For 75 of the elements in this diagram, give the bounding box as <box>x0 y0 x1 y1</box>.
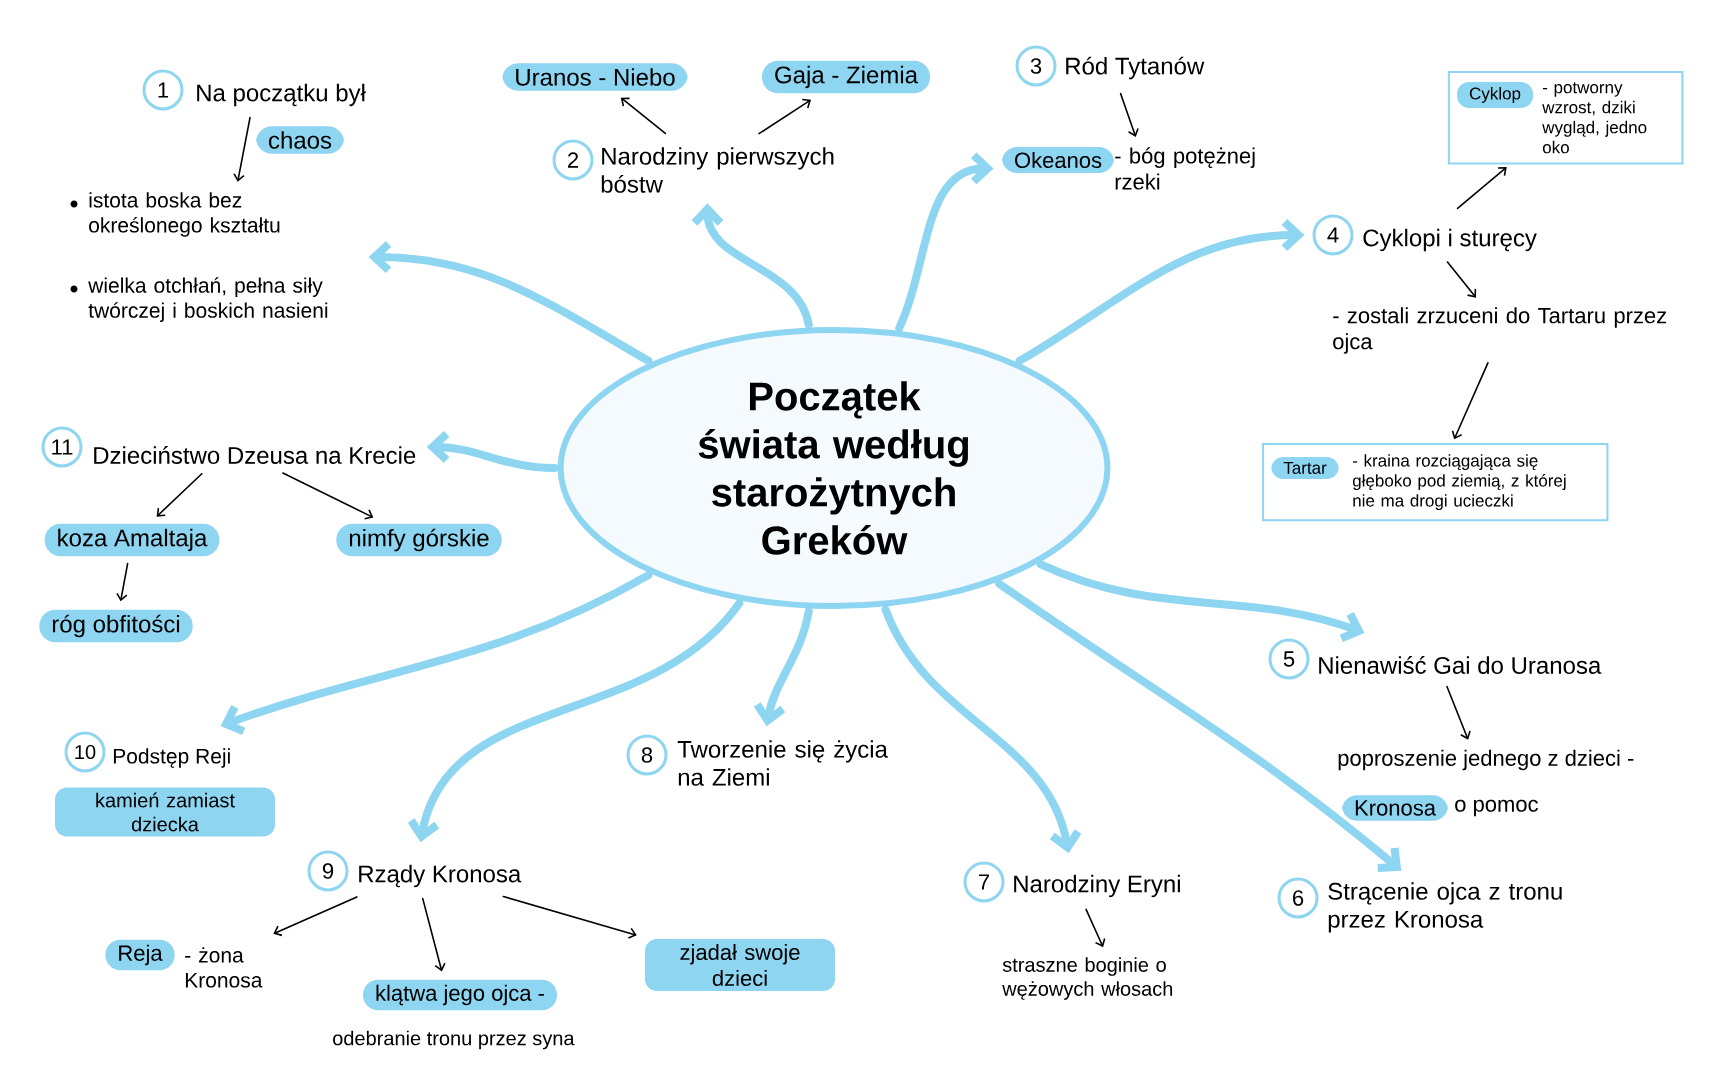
number-badge: 6 <box>1277 877 1319 919</box>
highlight-label: Kronosa <box>1342 795 1448 821</box>
arrow <box>282 472 374 520</box>
arrow <box>502 895 637 939</box>
arrow <box>995 579 1402 872</box>
number-badge: 3 <box>1015 45 1057 87</box>
bullet-item: istota boska bez określonego kształtu <box>70 192 280 237</box>
highlight-label: chaos <box>256 126 345 154</box>
number-badge: 5 <box>1268 638 1310 680</box>
arrow <box>620 97 667 135</box>
note-box <box>1447 71 1684 165</box>
topic-heading: odebranie tronu przez syna <box>333 1030 575 1050</box>
note-box <box>1262 443 1609 522</box>
note-text: straszne boginie o wężowych włosach <box>1002 957 1173 1000</box>
highlight-label: zjadał swoje dzieci <box>645 938 835 992</box>
topic-heading: Podstęp Reji <box>113 748 230 768</box>
note-text: Tworzenie się życia na Ziemi <box>677 740 888 786</box>
topic-heading: Rządy Kronosa <box>359 864 522 888</box>
arrow <box>1446 261 1477 298</box>
arrow <box>233 116 251 182</box>
arrow <box>156 472 203 517</box>
highlight-label: Reja <box>105 939 175 971</box>
arrow <box>691 203 813 329</box>
topic-heading: o pomoc <box>1455 799 1538 817</box>
topic-heading: Narodziny Eryni <box>1014 874 1180 898</box>
arrow <box>1456 167 1507 210</box>
highlight-label: Gaja - Ziemia <box>762 60 931 94</box>
note-text: - zostali zrzuceni do Tartaru przez ojca <box>1333 307 1667 354</box>
highlight-label: koza Amaltaja <box>44 523 220 557</box>
arrow <box>426 431 559 472</box>
arrow <box>273 896 358 937</box>
arrow <box>1036 560 1365 643</box>
bullet-item: wielka otchłań, pełna siły twórczej i boskich nasieni <box>70 277 328 322</box>
number-badge: 10 <box>64 731 106 773</box>
arrow <box>1119 92 1139 137</box>
highlight-label: róg obfitości <box>39 609 193 643</box>
topic-heading: Ród Tytanów <box>1066 56 1205 80</box>
arrow <box>368 241 653 365</box>
note-text: - bóg potężnej rzeki <box>1115 147 1255 190</box>
number-badge: 2 <box>552 139 594 181</box>
note-text: Narodziny pierwszych bóstw <box>601 147 834 193</box>
arrow <box>1085 908 1106 948</box>
highlight-label: Okeanos <box>1002 146 1115 174</box>
highlight-label: Uranos - Niebo <box>502 63 688 91</box>
arrow <box>407 599 744 843</box>
number-badge: 8 <box>626 734 668 776</box>
arrow <box>1015 219 1305 365</box>
arrow <box>220 571 653 736</box>
number-badge: 11 <box>41 426 83 468</box>
highlight-label: nimfy górskie <box>336 523 502 557</box>
topic-heading: Dzieciństwo Dzeusa na Krecie <box>94 446 416 464</box>
number-badge: 1 <box>142 69 184 111</box>
arrow <box>758 98 812 135</box>
highlight-label: klątwa jego ojca - <box>363 979 557 1011</box>
arrow <box>753 607 813 727</box>
note-text: - żona Kronosa <box>185 947 263 988</box>
arrow <box>1451 362 1489 440</box>
arrow <box>895 152 994 333</box>
note-text: - kraina rozciągająca się głęboko pod ziemią, z której nie ma drogi ucieczki <box>1352 454 1566 511</box>
highlight-label: Cyklop <box>1457 82 1533 108</box>
number-badge: 4 <box>1312 214 1354 256</box>
arrow <box>1446 685 1471 740</box>
note-text: Strącenie ojca z tronu przez Kronosa <box>1328 882 1562 933</box>
arrow <box>881 605 1082 854</box>
topic-heading: Na początku był <box>197 83 366 107</box>
topic-heading: Nienawiść Gai do Uranosa <box>1319 656 1602 674</box>
highlight-label: Tartar <box>1271 457 1339 479</box>
number-badge: 7 <box>963 861 1005 903</box>
topic-heading: poproszenie jednego z dzieci - <box>1338 749 1634 771</box>
topic-heading: Cyklopi i sturęcy <box>1363 228 1537 252</box>
arrow <box>421 897 446 972</box>
note-text: - potworny wzrost, dziki wygląd, jedno oko <box>1542 82 1647 154</box>
highlight-label: kamień zamiast dziecka <box>55 787 275 837</box>
number-badge: 9 <box>307 850 349 892</box>
arrow <box>116 562 129 602</box>
